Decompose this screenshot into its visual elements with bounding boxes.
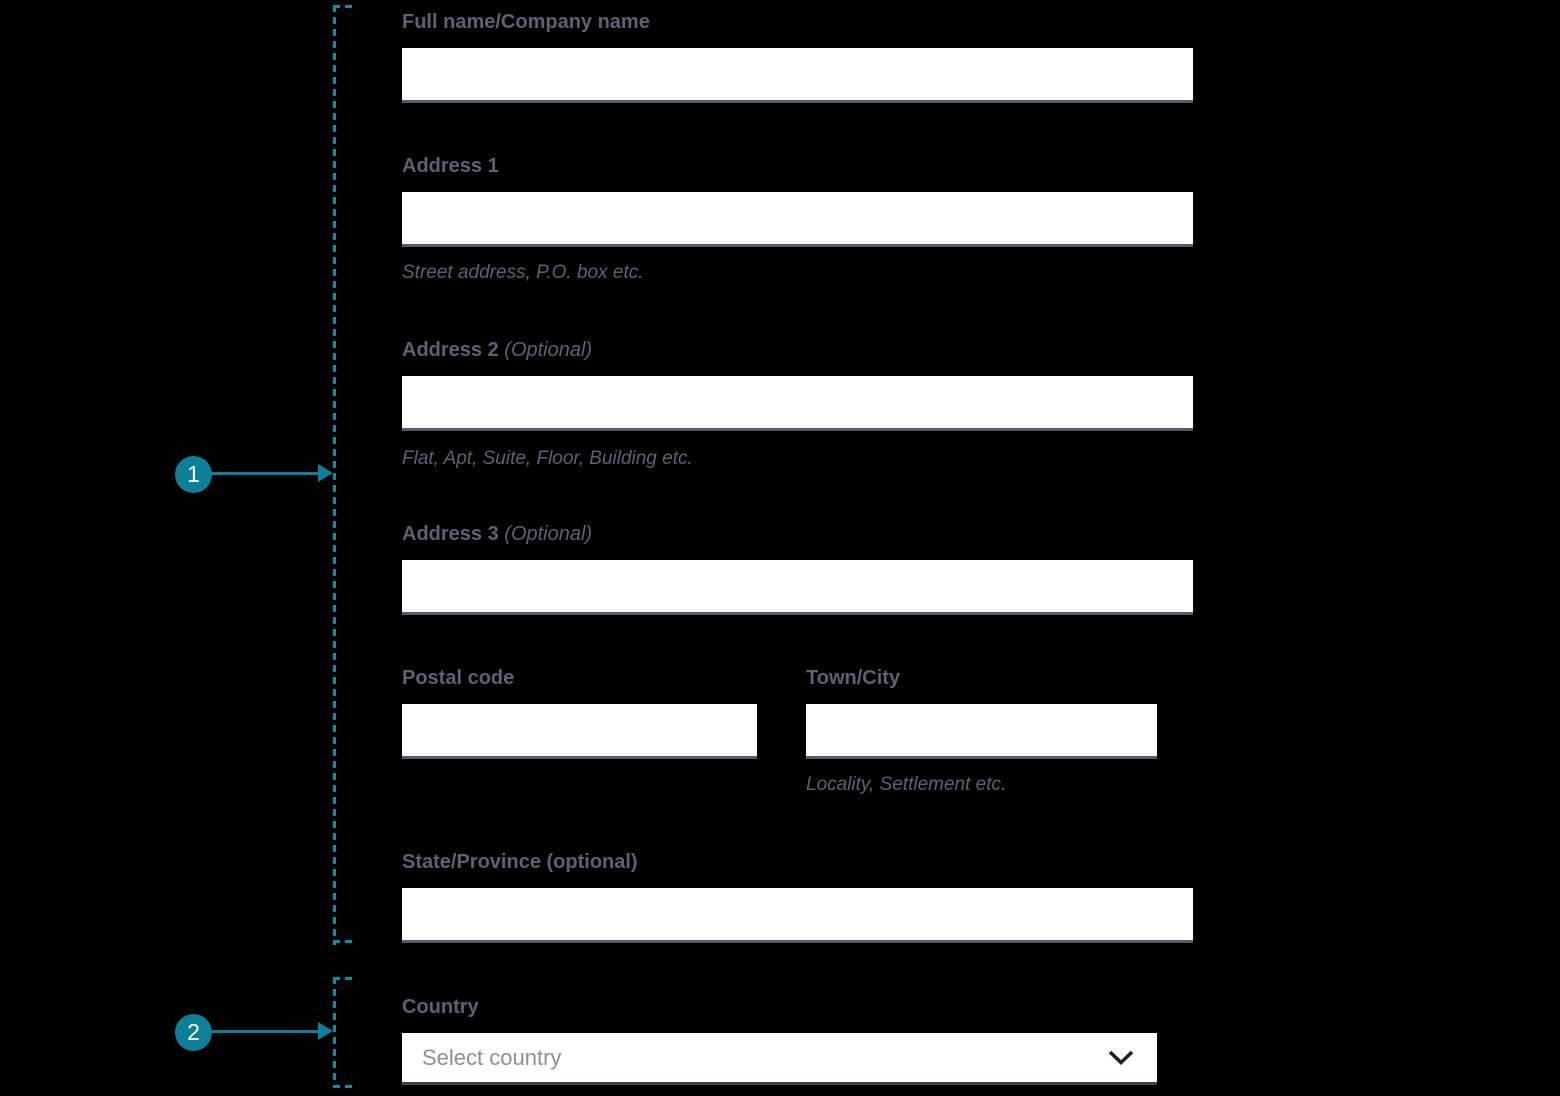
step-2-arrow-line bbox=[210, 1030, 319, 1033]
step-2-badge: 2 bbox=[175, 1014, 212, 1051]
address-3-label-text: Address 3 bbox=[402, 523, 499, 545]
chevron-down-icon bbox=[1107, 1049, 1157, 1066]
section-2-bracket-top-tick bbox=[333, 977, 355, 980]
section-2-bracket-bottom-tick bbox=[333, 1085, 355, 1088]
full-name-label: Full name/Company name bbox=[402, 11, 650, 33]
country-label: Country bbox=[402, 996, 479, 1018]
country-select-value: Select country bbox=[422, 1044, 562, 1070]
step-1-arrow-head-icon bbox=[318, 464, 333, 482]
address-1-input[interactable] bbox=[402, 192, 1193, 247]
postal-code-label: Postal code bbox=[402, 667, 515, 689]
address-3-label: Address 3 (Optional) bbox=[402, 520, 592, 548]
section-1-bracket-bottom-tick bbox=[333, 940, 355, 943]
step-2-number: 2 bbox=[187, 1019, 200, 1045]
postal-code-input[interactable] bbox=[402, 704, 757, 759]
address-2-input[interactable] bbox=[402, 376, 1193, 431]
town-city-input[interactable] bbox=[806, 704, 1157, 759]
address-1-helper-text: Street address, P.O. box etc. bbox=[402, 262, 644, 283]
section-1-bracket-line bbox=[333, 5, 336, 945]
country-select[interactable]: Select country bbox=[402, 1033, 1157, 1085]
address-1-label: Address 1 bbox=[402, 155, 499, 177]
address-2-label: Address 2 (Optional) bbox=[402, 336, 592, 364]
state-province-label: State/Province (optional) bbox=[402, 851, 638, 873]
town-city-helper-text: Locality, Settlement etc. bbox=[806, 774, 1007, 795]
address-2-label-text: Address 2 bbox=[402, 339, 499, 361]
address-2-optional-suffix: (Optional) bbox=[504, 339, 593, 361]
step-1-number: 1 bbox=[187, 461, 200, 487]
step-1-arrow-line bbox=[210, 472, 319, 475]
address-3-optional-suffix: (Optional) bbox=[504, 523, 593, 545]
address-2-helper-text: Flat, Apt, Suite, Floor, Building etc. bbox=[402, 448, 693, 469]
state-province-input[interactable] bbox=[402, 888, 1193, 943]
town-city-label: Town/City bbox=[806, 667, 901, 689]
section-1-bracket-top-tick bbox=[333, 5, 355, 8]
address-3-input[interactable] bbox=[402, 560, 1193, 615]
full-name-input[interactable] bbox=[402, 48, 1193, 103]
section-2-bracket-line bbox=[333, 977, 336, 1088]
step-1-badge: 1 bbox=[175, 456, 212, 493]
step-2-arrow-head-icon bbox=[318, 1022, 333, 1040]
